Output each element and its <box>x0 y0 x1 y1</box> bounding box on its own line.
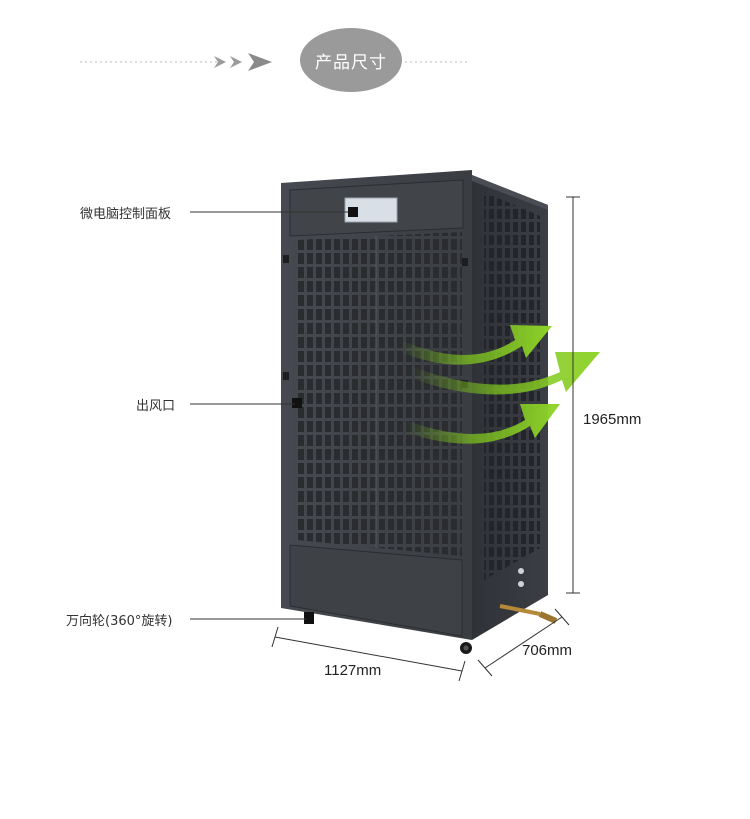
cabinet-front <box>281 170 472 654</box>
control-panel-marker <box>348 207 358 217</box>
dimension-depth: 706mm <box>522 642 573 659</box>
callout-control-panel: 微电脑控制面板 <box>80 207 172 222</box>
air-outlet-marker <box>292 398 302 408</box>
callout-air-outlet: 出风口 <box>136 399 176 414</box>
dimension-height: 1965mm <box>583 411 642 428</box>
section-title: 产品尺寸 <box>315 52 387 73</box>
dimension-width: 1127mm <box>324 662 382 679</box>
dimension-lines <box>271 196 580 682</box>
header-decoration <box>80 53 470 71</box>
caster-front-left <box>304 612 314 624</box>
section-title-pill: 产品尺寸 <box>300 28 402 92</box>
callout-lines <box>190 211 348 620</box>
callout-caster: 万向轮(360°旋转) <box>66 614 173 629</box>
airflow-arrows <box>400 325 600 444</box>
